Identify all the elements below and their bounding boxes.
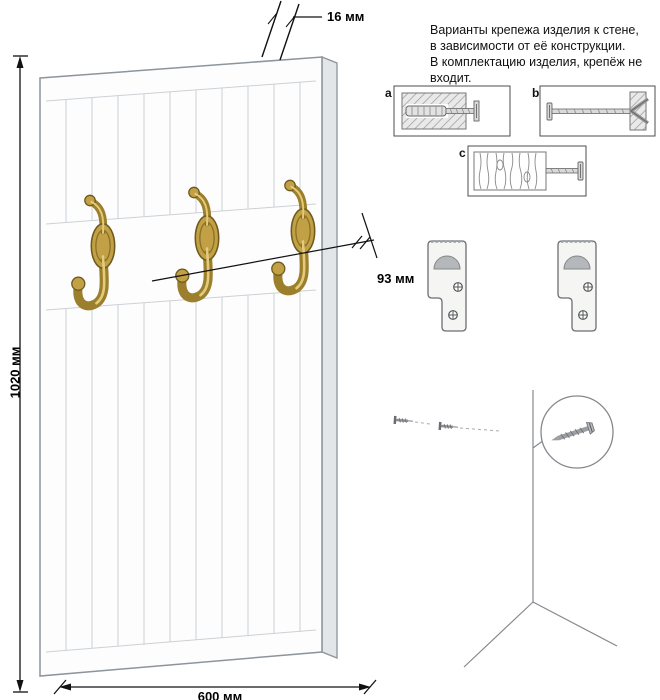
dimension-height-label: 1020 мм (7, 346, 23, 399)
mounting-plate-left (428, 241, 466, 331)
magnifier-callout (540, 395, 614, 469)
fastener-box-b (539, 85, 656, 137)
dimension-thickness-label: 16 мм (327, 9, 365, 24)
mounting-note-line-3: В комплектацию изделия, крепёж не (430, 55, 643, 69)
coat-panel (39, 56, 338, 677)
panel-grooves-upper (65, 82, 301, 223)
fastener-box-a (393, 85, 511, 137)
mounting-note-line-2: в зависимости от её конструкции. (430, 39, 626, 53)
floating-screws (393, 414, 501, 433)
panel-grooves-lower (65, 291, 301, 650)
callout-screw (551, 422, 595, 441)
dimension-hook-offset-label: 93 мм (377, 271, 415, 286)
dimension-width-label: 600 мм (197, 689, 243, 700)
fastener-option-b-label: b (532, 86, 540, 100)
mounting-plate-right (558, 241, 596, 331)
dimension-height-line (13, 55, 28, 693)
dimension-hook-offset-lines (151, 212, 378, 282)
mounting-note-line-4: входит. (430, 71, 472, 85)
mounting-note-line-1: Варианты крепежа изделия к стене, (430, 23, 639, 37)
fastener-option-a-label: a (385, 86, 392, 100)
fastener-box-c (467, 145, 587, 197)
corner-illustration (463, 390, 618, 668)
wood-grain (478, 152, 538, 190)
dimension-width-line (53, 679, 377, 695)
fastener-option-c-label: c (459, 146, 466, 160)
dimension-thickness-lines (261, 0, 322, 61)
